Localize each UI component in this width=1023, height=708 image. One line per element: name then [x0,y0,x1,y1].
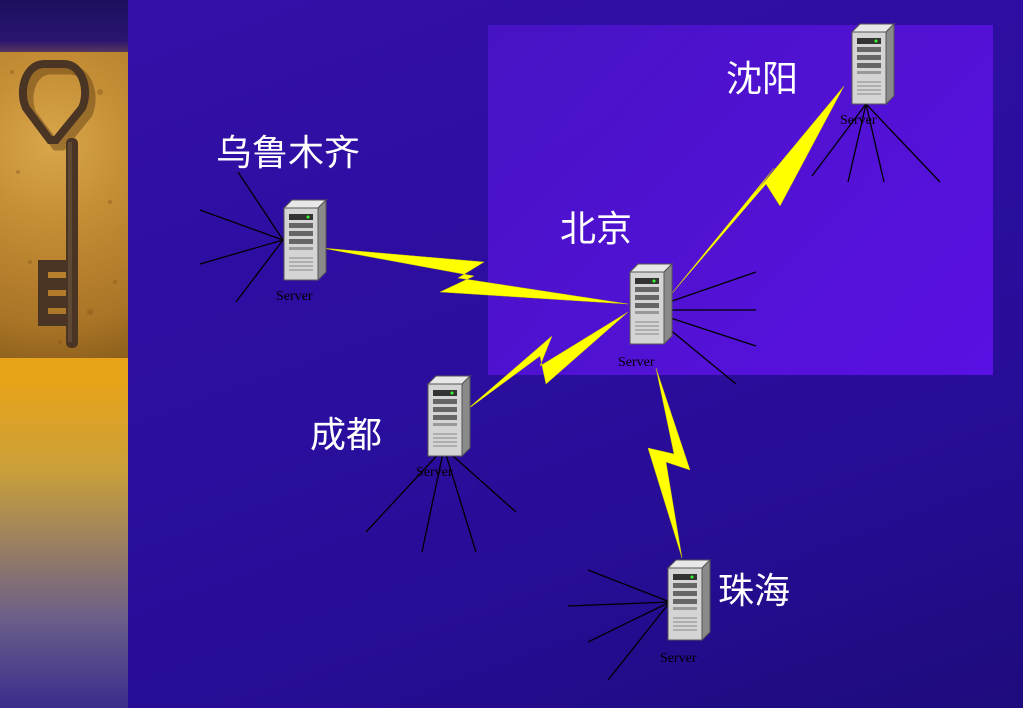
city-label-zhuhai: 珠海 [718,571,791,612]
client-lines [199,103,941,681]
server-label-zhuhai: Server [660,651,697,666]
server-label-shenyang: Server [840,113,877,128]
server-label-chengdu: Server [416,465,453,480]
city-label-beijing: 北京 [560,209,633,250]
link-urumqi-beijing [321,247,629,305]
link-beijing-chengdu [463,311,629,413]
city-label-urumqi: 乌鲁木齐 [216,133,361,174]
server-urumqi: Server [276,199,327,304]
server-label-beijing: Server [618,355,655,370]
link-beijing-shenyang [667,85,845,299]
city-label-shenyang: 沈阳 [726,59,799,100]
server-zhuhai: Server [660,559,711,666]
city-label-chengdu: 成都 [310,415,383,456]
highlight-panel [488,25,993,375]
link-beijing-zhuhai [647,367,691,559]
server-chengdu: Server [416,375,471,480]
key-image [0,52,128,358]
server-label-urumqi: Server [276,289,313,304]
server-beijing: Server [618,263,673,370]
server-shenyang: Server [840,23,895,128]
